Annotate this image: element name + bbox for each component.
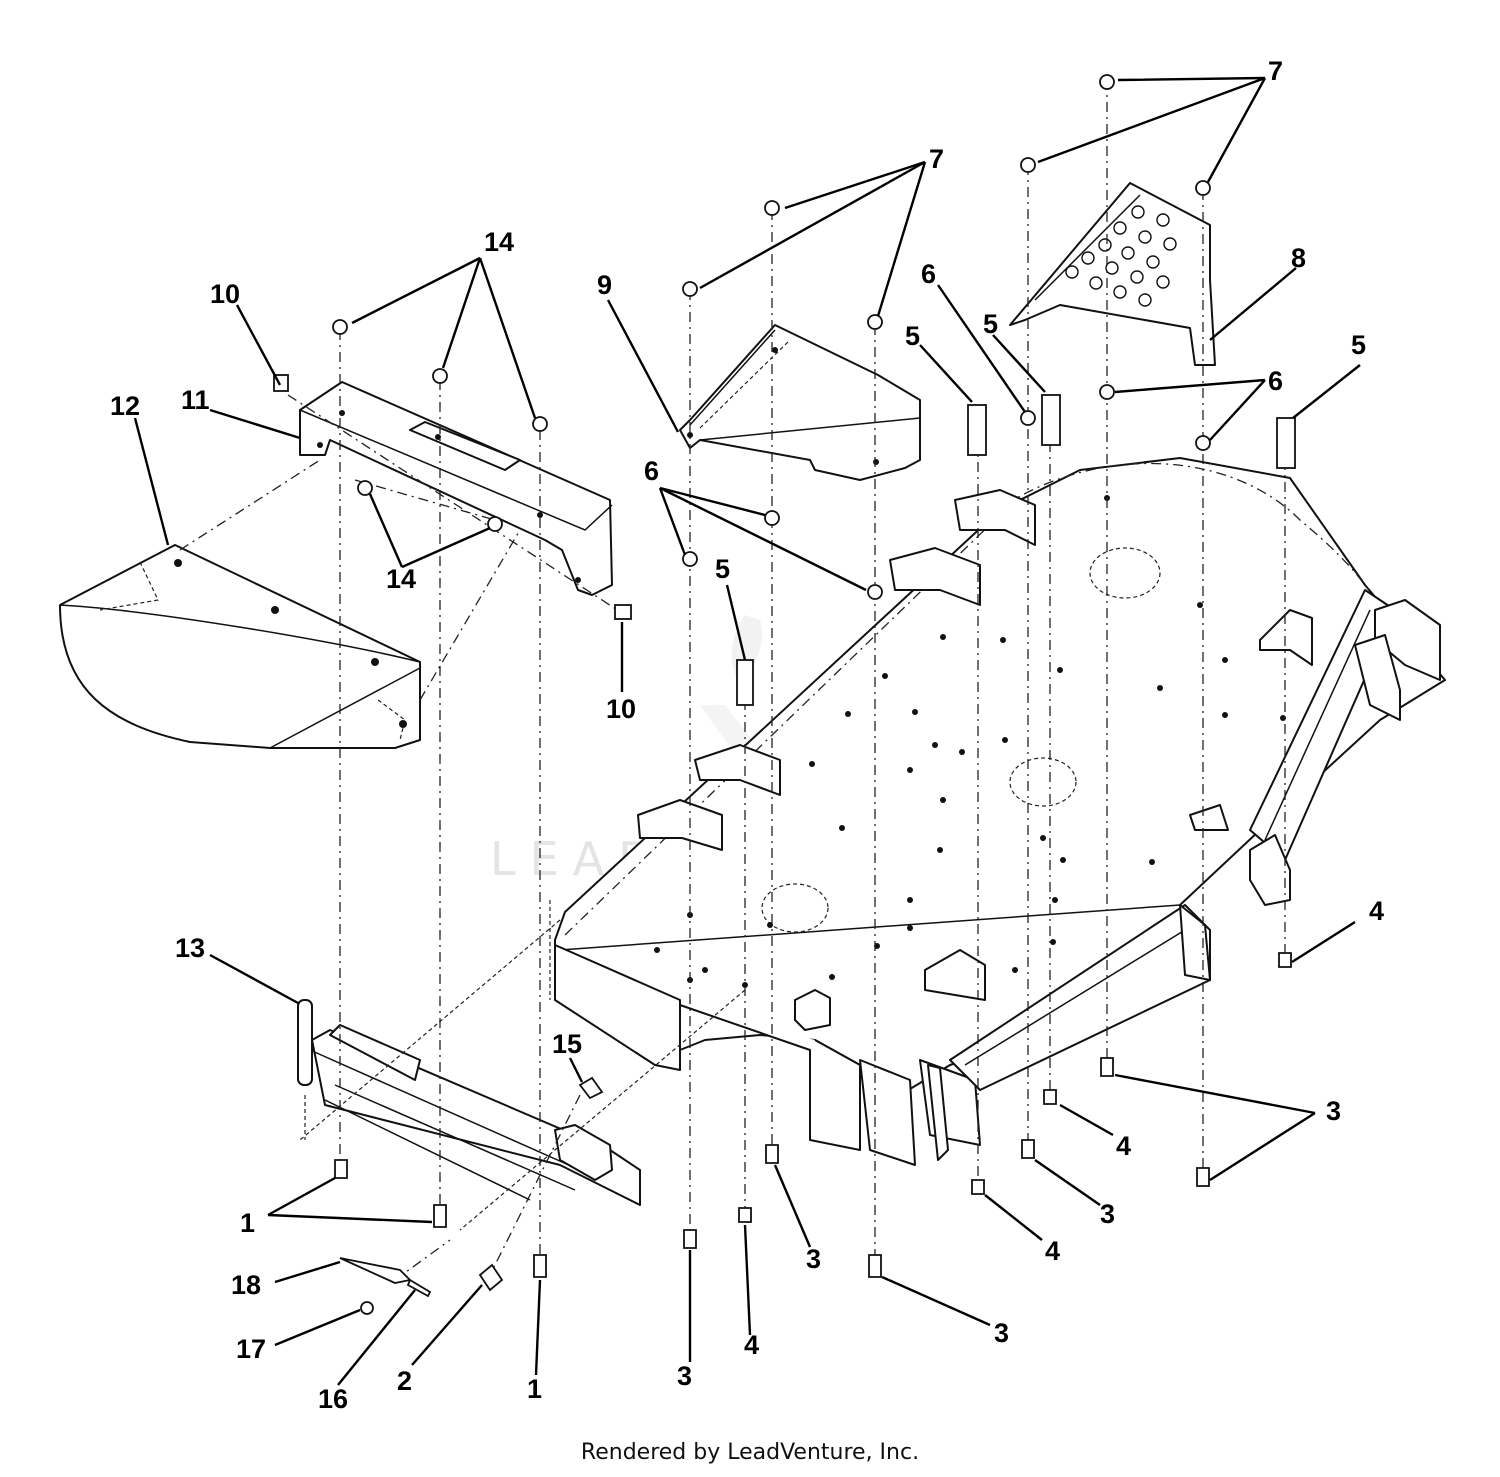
callout-13: 13 — [175, 933, 205, 963]
callout-2: 2 — [397, 1366, 412, 1396]
callout-6: 6 — [644, 456, 659, 486]
trim-guard — [311, 1029, 641, 1206]
callout-labels: 1 1 2 3 3 3 3 3 4 4 4 4 5 5 5 5 6 6 6 7 … — [110, 56, 1384, 1414]
render-credit: Rendered by LeadVenture, Inc. — [580, 1440, 920, 1465]
callout-11: 11 — [181, 385, 210, 415]
plate-holes — [1065, 205, 1177, 307]
callout-15: 15 — [552, 1029, 582, 1059]
callout-3: 3 — [806, 1244, 821, 1274]
mower-deck — [554, 457, 1446, 1166]
leader-lines — [133, 76, 1361, 1386]
callout-10: 10 — [210, 279, 240, 309]
callout-4: 4 — [1116, 1131, 1131, 1161]
callout-9: 9 — [597, 270, 612, 300]
callout-14: 14 — [484, 227, 514, 257]
callout-4: 4 — [1369, 896, 1384, 926]
callout-16: 16 — [318, 1384, 348, 1414]
callout-5: 5 — [983, 309, 998, 339]
baffle-9 — [679, 324, 921, 481]
callout-5: 5 — [715, 554, 730, 584]
callout-14: 14 — [386, 564, 416, 594]
callout-6: 6 — [1268, 366, 1283, 396]
callout-3: 3 — [1326, 1096, 1341, 1126]
callout-5: 5 — [905, 321, 920, 351]
callout-8: 8 — [1291, 243, 1306, 273]
callout-1: 1 — [240, 1208, 255, 1238]
callout-7: 7 — [929, 144, 944, 174]
callout-3: 3 — [677, 1361, 692, 1391]
discharge-shield — [59, 544, 421, 749]
mounting-bracket — [299, 381, 613, 596]
callout-4: 4 — [744, 1330, 759, 1360]
assembly-lines — [287, 80, 1286, 1281]
callout-5: 5 — [1351, 330, 1366, 360]
callout-7: 7 — [1268, 56, 1283, 86]
callout-18: 18 — [231, 1270, 261, 1300]
callout-4: 4 — [1045, 1236, 1060, 1266]
hardware — [273, 74, 1296, 1315]
callout-10: 10 — [606, 694, 636, 724]
callout-3: 3 — [1100, 1199, 1115, 1229]
callout-6: 6 — [921, 259, 936, 289]
callout-1: 1 — [527, 1374, 542, 1404]
callout-12: 12 — [110, 391, 140, 421]
callout-17: 17 — [236, 1334, 266, 1364]
callout-3: 3 — [994, 1318, 1009, 1348]
